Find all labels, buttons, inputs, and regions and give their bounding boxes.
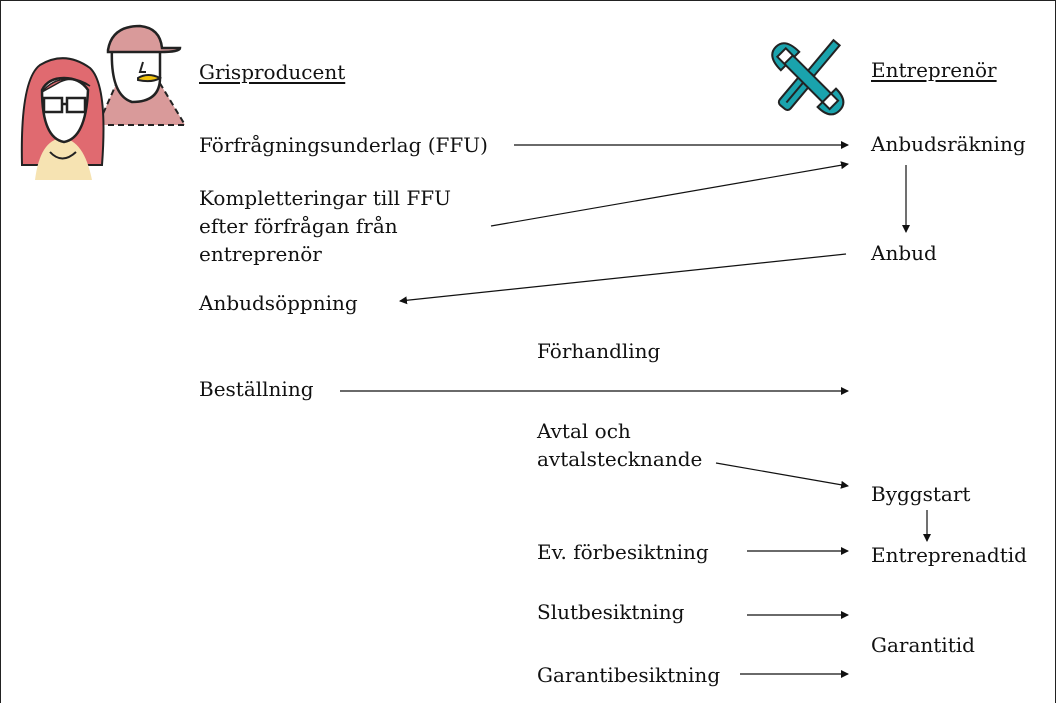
arrow-anbud-to-anbudsoppning [399, 253, 847, 305]
tools-icon [771, 38, 845, 116]
avtal-line-2: avtalstecknande [537, 447, 703, 471]
garantibesiktning-label: Garantibesiktning [537, 663, 721, 687]
anbudsoppning-label: Anbudsöppning [199, 291, 358, 315]
arrow-avtal-to-byggstart [715, 462, 849, 489]
entreprenadtid-label: Entreprenadtid [871, 543, 1027, 567]
kompletteringar-line-2: efter förfrågan från [199, 214, 398, 238]
slutbesiktning-label: Slutbesiktning [537, 600, 685, 624]
anbud-label: Anbud [871, 241, 937, 265]
arrow-kompletteringar-to-anbudsrakning [490, 161, 849, 227]
people-icon [20, 24, 187, 180]
forbesiktning-label: Ev. förbesiktning [537, 540, 709, 564]
anbudsrakning-label: Anbudsräkning [871, 132, 1026, 156]
garantitid-label: Garantitid [871, 633, 975, 657]
kompletteringar-line-3: entreprenör [199, 242, 322, 266]
avtal-line-1: Avtal och [537, 419, 631, 443]
contractor-heading: Entreprenör [871, 58, 997, 82]
kompletteringar-line-1: Kompletteringar till FFU [199, 186, 452, 210]
producer-heading: Grisproducent [199, 60, 346, 84]
ffu-label: Förfrågningsunderlag (FFU) [199, 133, 488, 157]
bestallning-label: Beställning [199, 377, 314, 401]
byggstart-label: Byggstart [871, 482, 971, 506]
forhandling-label: Förhandling [537, 339, 661, 363]
